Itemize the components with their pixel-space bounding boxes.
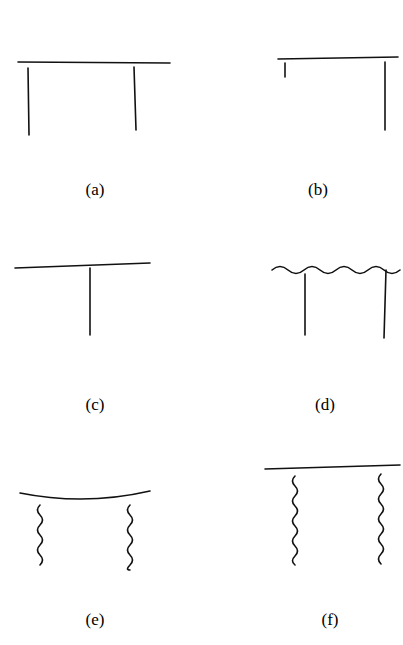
table-top: [15, 263, 150, 268]
table-sketch-f: [265, 465, 400, 565]
table-sketch-d: [272, 267, 400, 339]
figure-label: (d): [315, 395, 335, 415]
figure-label: (f): [322, 610, 339, 630]
figure-label: (c): [86, 395, 105, 415]
wavy-leg: [379, 474, 384, 564]
table-top: [265, 465, 400, 469]
table-leg: [134, 67, 136, 130]
table-top: [278, 57, 398, 59]
table-sketch-a: [18, 62, 170, 135]
short-leg: [284, 63, 286, 77]
figure-label: (e): [86, 610, 105, 630]
table-sketch-c: [15, 263, 150, 335]
wavy-leg: [128, 505, 133, 570]
table-leg: [304, 274, 306, 335]
table-sketch-b: [278, 57, 398, 130]
curved-top: [20, 491, 150, 499]
table-leg: [28, 68, 29, 135]
table-leg: [384, 62, 386, 130]
table-leg: [384, 270, 386, 338]
table-top: [18, 62, 170, 63]
wavy-leg: [293, 476, 298, 565]
wavy-top: [272, 267, 400, 274]
center-leg: [89, 268, 91, 335]
figure-label: (a): [86, 180, 105, 200]
figure-label: (b): [308, 180, 328, 200]
wavy-leg: [38, 505, 43, 565]
table-sketch-e: [20, 491, 150, 570]
